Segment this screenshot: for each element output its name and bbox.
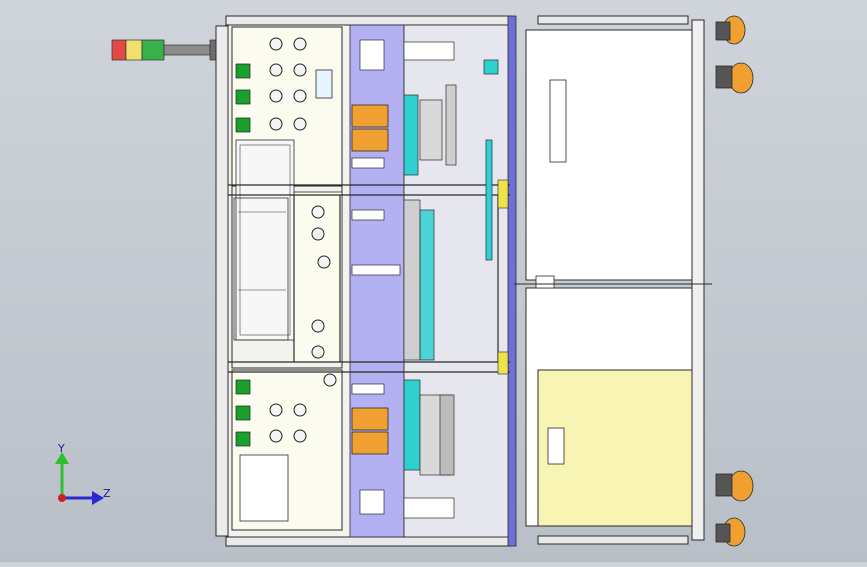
panel-knob bbox=[293, 37, 307, 51]
caster-wheels bbox=[715, 15, 754, 547]
green-switch bbox=[235, 63, 251, 79]
middle-panel bbox=[293, 191, 343, 363]
right-cabinet-top-rail bbox=[537, 15, 689, 25]
axis-triad: Y Z bbox=[55, 442, 111, 505]
panel-knob bbox=[269, 429, 283, 443]
green-switch bbox=[235, 89, 251, 105]
panel-knob bbox=[269, 117, 283, 131]
signal-tower-green bbox=[141, 39, 165, 61]
panel-knob bbox=[323, 373, 337, 387]
green-switch bbox=[235, 431, 251, 447]
green-switch bbox=[235, 405, 251, 421]
cabinet-lower-door bbox=[233, 197, 289, 341]
yellow-accents bbox=[497, 179, 509, 375]
panel-knob bbox=[293, 117, 307, 131]
panel-knob bbox=[269, 89, 283, 103]
panel-knob bbox=[293, 403, 307, 417]
panel-knobs bbox=[269, 37, 337, 443]
right-cabinet-handle-upper bbox=[549, 79, 567, 163]
panel-knob bbox=[269, 63, 283, 77]
panel-knob bbox=[311, 319, 325, 333]
blue-right-edge bbox=[507, 15, 517, 547]
right-cabinet-handle-lower bbox=[547, 427, 565, 465]
lower-display-window bbox=[239, 454, 289, 522]
frame-top-rail bbox=[225, 15, 511, 26]
y-axis-label: Y bbox=[57, 442, 65, 455]
panel-knob bbox=[269, 403, 283, 417]
right-cabinet-post bbox=[691, 19, 705, 541]
z-axis-label: Z bbox=[103, 487, 111, 500]
right-cabinet-bottom-rail bbox=[537, 535, 689, 545]
right-cabinet bbox=[514, 15, 712, 545]
panel-knob bbox=[293, 89, 307, 103]
lower-control-panel bbox=[231, 369, 343, 531]
signal-tower-arm bbox=[163, 44, 211, 56]
panel-knob bbox=[311, 227, 325, 241]
green-switches bbox=[235, 63, 251, 447]
transparent-covers bbox=[228, 184, 510, 373]
panel-knob bbox=[311, 205, 325, 219]
upper-display-window bbox=[315, 69, 333, 99]
signal-tower bbox=[111, 39, 219, 61]
panel-knob bbox=[311, 345, 325, 359]
cabinet-door-frame bbox=[235, 139, 295, 341]
middle-cabinet bbox=[231, 139, 343, 369]
green-switch bbox=[235, 117, 251, 133]
panel-knob bbox=[293, 429, 307, 443]
panel-knob bbox=[317, 255, 331, 269]
frame-bottom-rail bbox=[225, 536, 511, 547]
right-cabinet-latch bbox=[535, 275, 555, 289]
panel-knob bbox=[269, 37, 283, 51]
panel-knob bbox=[293, 63, 307, 77]
frame-left-post bbox=[215, 25, 229, 537]
signal-tower-yellow bbox=[125, 39, 143, 61]
signal-tower-red bbox=[111, 39, 127, 61]
cabinet-door-inner bbox=[239, 144, 291, 336]
x-axis-origin bbox=[58, 494, 66, 502]
mechanism-parts bbox=[351, 39, 499, 519]
orange-blocks bbox=[351, 104, 389, 455]
green-switch bbox=[235, 379, 251, 395]
